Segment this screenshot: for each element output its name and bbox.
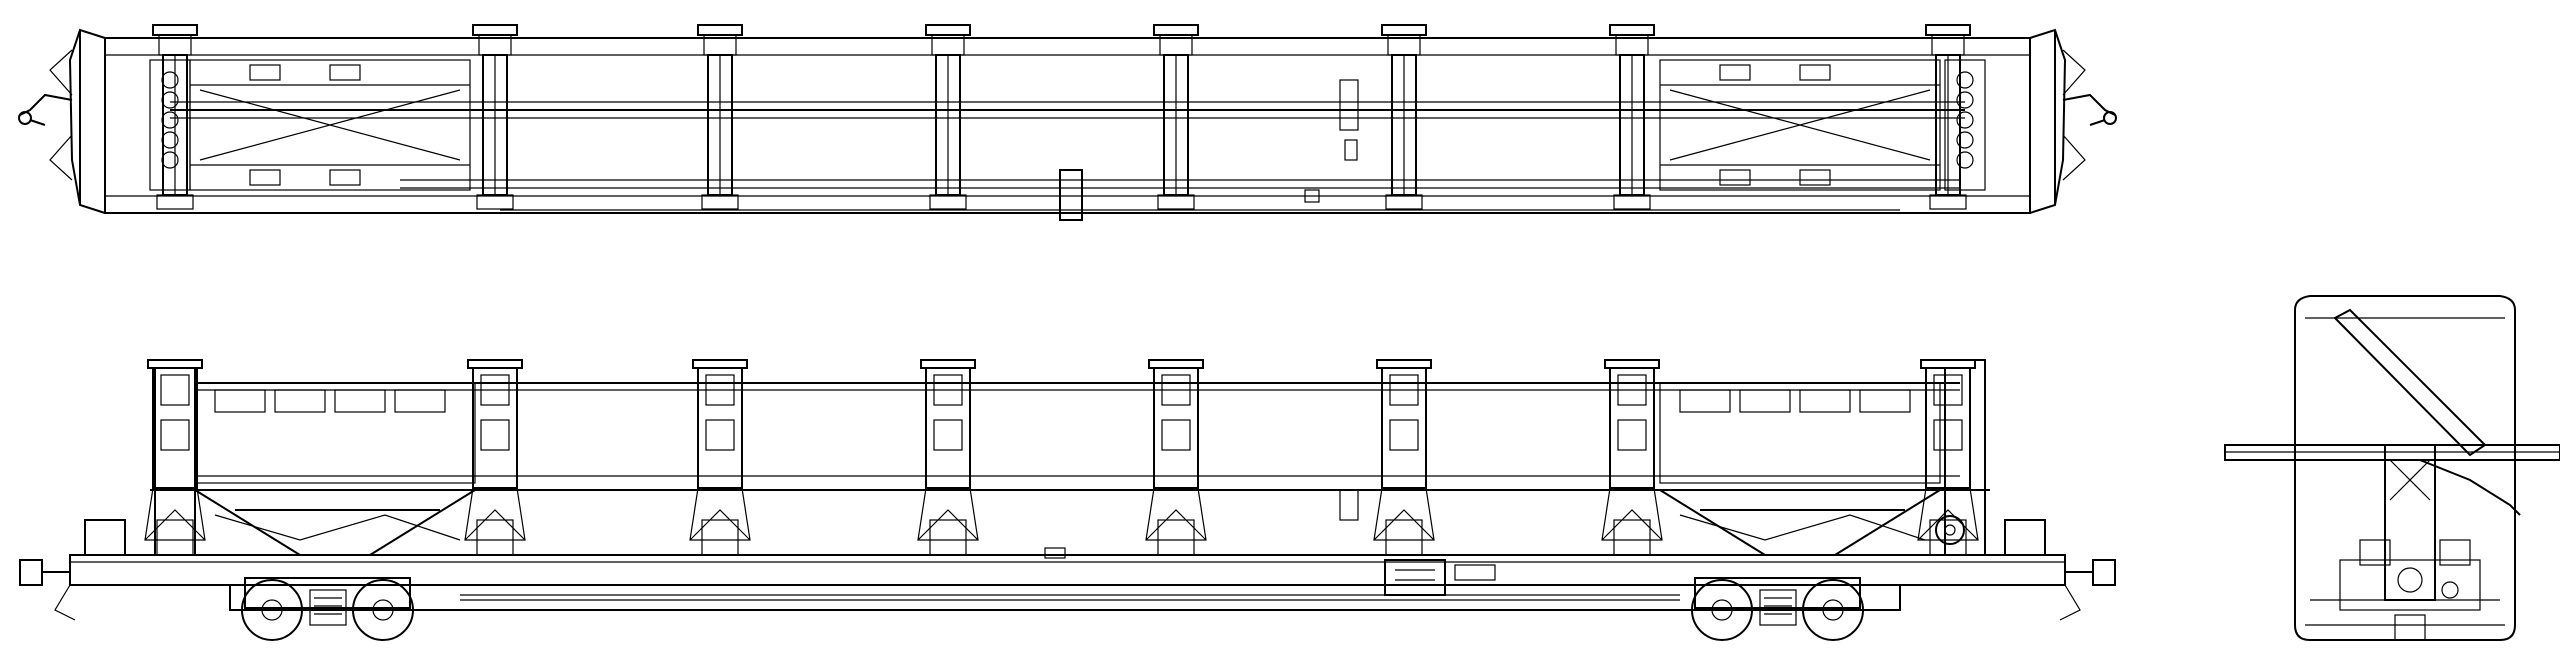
side-wheel	[1691, 579, 1753, 641]
side-wheel	[352, 579, 414, 641]
top-stanchion-7	[1609, 24, 1655, 210]
top-stanchion-8	[1925, 24, 1971, 210]
side-deck	[69, 554, 2066, 586]
side-hand-brake-wheel	[1935, 515, 1965, 545]
side-stanchion-4	[917, 359, 979, 556]
top-stanchion-1	[152, 24, 198, 210]
top-brake-stack-right	[1944, 59, 1986, 191]
top-end-right	[2029, 28, 2117, 214]
top-stanchion-3	[697, 24, 743, 210]
side-bogie-right	[1691, 577, 1864, 641]
side-stanchion-5	[1145, 359, 1207, 556]
side-stanchion-1	[144, 359, 206, 556]
top-end-frame-right	[1659, 59, 1941, 191]
end-view-diagonal-brace	[2419, 459, 2521, 516]
side-wheel	[1802, 579, 1864, 641]
side-coupler-right	[2059, 559, 2116, 621]
side-end-post-right	[1944, 359, 1986, 556]
side-stanchion-6	[1373, 359, 1435, 556]
side-end-frame-right	[1659, 382, 1941, 556]
side-coupler-left	[19, 559, 76, 621]
top-stanchion-4	[925, 24, 971, 210]
side-stanchion-2	[464, 359, 526, 556]
side-end-box-right	[2004, 519, 2046, 556]
side-center-sill	[229, 585, 1901, 611]
side-stanchion-8	[1917, 359, 1979, 556]
end-view	[2224, 295, 2560, 641]
top-view	[18, 24, 2117, 221]
side-stanchion-3	[689, 359, 751, 556]
side-bogie-left	[241, 577, 414, 641]
end-view-outline	[2294, 295, 2516, 641]
top-stanchion-2	[472, 24, 518, 210]
top-end-left	[18, 28, 106, 214]
top-stanchion-5	[1153, 24, 1199, 210]
side-wheel	[241, 579, 303, 641]
side-end-frame-left	[194, 382, 476, 556]
side-stanchion-7	[1601, 359, 1663, 556]
top-end-frame-left	[189, 59, 471, 191]
end-view-diagonal-arm	[2333, 308, 2487, 457]
end-view-center-post	[2384, 444, 2436, 601]
top-brake-valve	[1059, 169, 1083, 221]
top-brake-stack-left	[149, 59, 191, 191]
top-stanchion-6	[1381, 24, 1427, 210]
top-deck-outline	[104, 37, 2031, 214]
side-end-box-left	[84, 519, 126, 556]
side-elevation	[19, 359, 2116, 641]
side-brake-equipment	[1384, 559, 1446, 596]
